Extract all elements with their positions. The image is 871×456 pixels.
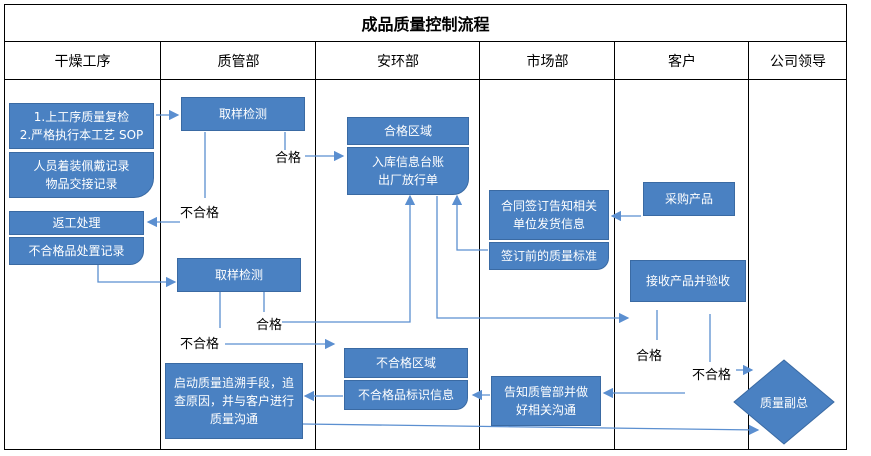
arrow-standard-to-ledger <box>451 194 488 251</box>
column-divider <box>748 42 749 450</box>
label-pass-1: 合格 <box>275 151 302 166</box>
label-fail-2: 不合格 <box>180 337 220 352</box>
diamond-vice-president <box>733 359 835 445</box>
column-divider <box>614 42 615 450</box>
column-divider <box>315 42 316 450</box>
box-nonconform-record: 不合格品处置记录 <box>9 237 144 265</box>
column-divider <box>479 42 480 450</box>
column-divider <box>160 42 161 450</box>
box-sample-test-1: 取样检测 <box>181 97 305 131</box>
label-pass-3: 合格 <box>636 349 663 364</box>
label-fail-1: 不合格 <box>180 206 220 221</box>
box-drying-records: 人员着装佩戴记录 物品交接记录 <box>9 152 154 198</box>
arrow-pass2-to-ledger <box>282 194 416 323</box>
arrow-trace-to-vp <box>302 423 760 436</box>
box-notify-qa: 告知质管部并做 好相关沟通 <box>491 376 601 426</box>
column-header-drying: 干燥工序 <box>4 42 161 80</box>
box-trace-quality: 启动质量追溯手段，追 查原因，并与客户进行 质量沟通 <box>165 363 303 439</box>
column-header-safety-env: 安环部 <box>316 42 480 80</box>
column-header-qa: 质管部 <box>161 42 316 80</box>
box-sample-test-2: 取样检测 <box>177 258 301 292</box>
label-fail-3: 不合格 <box>692 368 732 383</box>
box-drying-steps: 1.上工序质量复检 2.严格执行本工艺 SOP <box>9 103 154 149</box>
box-rework: 返工处理 <box>9 211 144 235</box>
box-presign-standard: 签订前的质量标准 <box>489 242 609 270</box>
arrow-ledger-to-customer <box>436 196 630 324</box>
label-pass-2: 合格 <box>256 318 283 333</box>
box-nonconform-area: 不合格区域 <box>344 348 468 378</box>
column-header-customer: 客户 <box>615 42 749 80</box>
label-vice-president: 质量副总 <box>760 396 809 410</box>
chart-title: 成品质量控制流程 <box>4 4 847 42</box>
box-qualified-area: 合格区域 <box>347 117 469 145</box>
box-contract-notice: 合同签订告知相关 单位发货信息 <box>489 190 609 240</box>
column-header-leadership: 公司领导 <box>749 42 847 80</box>
box-nonconform-label: 不合格品标识信息 <box>344 380 468 410</box>
box-storage-ledger: 入库信息台账 出厂放行单 <box>347 147 469 195</box>
box-purchase: 采购产品 <box>643 182 735 216</box>
column-header-marketing: 市场部 <box>480 42 615 80</box>
box-receive-accept: 接收产品并验收 <box>630 260 746 302</box>
arrow-record-to-test2 <box>97 265 177 288</box>
